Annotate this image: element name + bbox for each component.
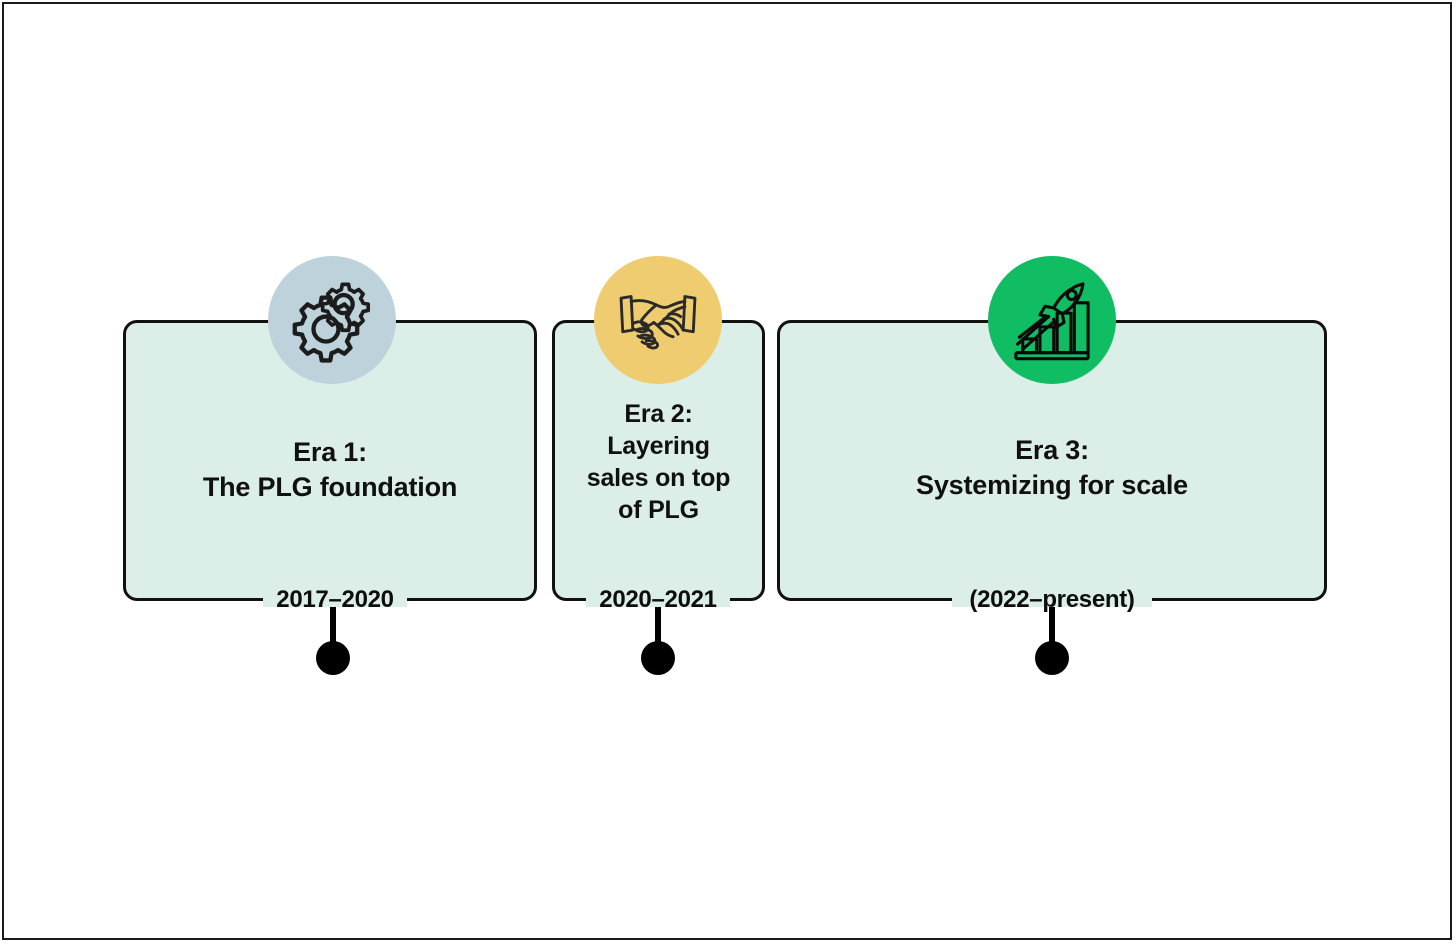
era-1-badge: [268, 256, 396, 384]
era-3-date-label: (2022–present): [969, 586, 1135, 613]
era-3-stem: [1049, 607, 1055, 649]
era-2-date-label: 2020–2021: [599, 586, 717, 613]
era-1-date-label: 2017–2020: [276, 586, 394, 613]
gears-icon: [289, 277, 375, 363]
rocket-growth-icon: [1009, 277, 1095, 363]
era-1-date-mask: [263, 593, 407, 607]
era-2-stem: [655, 607, 661, 649]
era-1-stem: [330, 607, 336, 649]
era-card-3-title: Era 3: Systemizing for scale: [916, 435, 1188, 500]
era-3-date-mask: [952, 593, 1152, 607]
era-1-axis-dot[interactable]: [316, 641, 350, 675]
era-2-date-mask: [586, 593, 730, 607]
era-3-axis-dot[interactable]: [1035, 641, 1069, 675]
era-2-badge: [594, 256, 722, 384]
era-card-1-title: Era 1: The PLG foundation: [202, 437, 458, 502]
era-3-badge: [988, 256, 1116, 384]
handshake-icon: [616, 278, 700, 362]
era-card-2-title: Era 2: Layering sales on top of PLG: [586, 400, 731, 524]
era-2-axis-dot[interactable]: [641, 641, 675, 675]
